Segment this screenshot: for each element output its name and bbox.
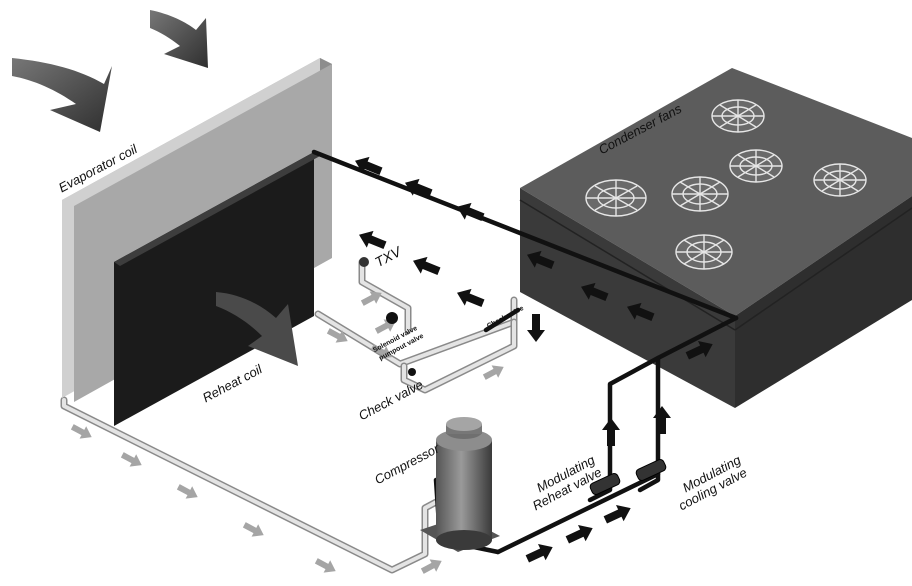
condenser-fan-icon (672, 177, 728, 211)
hot-refrigerant-arrow-icon (564, 520, 597, 548)
hot-refrigerant-arrow-icon (602, 418, 620, 446)
condenser-fan-icon (712, 100, 764, 132)
cold-refrigerant-arrow-icon (119, 449, 145, 472)
condenser-fan-icon (730, 150, 782, 182)
hot-refrigerant-arrow-icon (653, 406, 671, 434)
hot-refrigerant-arrow-icon (524, 539, 557, 567)
hot-refrigerant-arrow-icon (410, 252, 443, 279)
check-valve-icon (408, 368, 416, 376)
cold-refrigerant-arrow-icon (241, 519, 267, 542)
air-flow-arrow-icon (12, 58, 112, 132)
condenser-fan-icon (676, 235, 732, 269)
cold-refrigerant-arrow-icon (69, 421, 95, 444)
hot-refrigerant-arrow-icon (454, 198, 487, 225)
condenser-fan-icon (814, 164, 866, 196)
hot-refrigerant-arrow-icon (527, 314, 545, 342)
cold-refrigerant-arrow-icon (313, 555, 339, 578)
hot-refrigerant-arrow-icon (454, 284, 487, 311)
solenoid-valve-icon (386, 312, 398, 324)
air-flow-arrow-icon (150, 10, 208, 68)
txv-icon (359, 257, 369, 267)
condenser-fan-icon (586, 180, 646, 216)
cold-refrigerant-arrow-icon (175, 481, 201, 504)
compressor-icon (420, 417, 500, 552)
hot-refrigerant-arrow-icon (602, 500, 635, 528)
